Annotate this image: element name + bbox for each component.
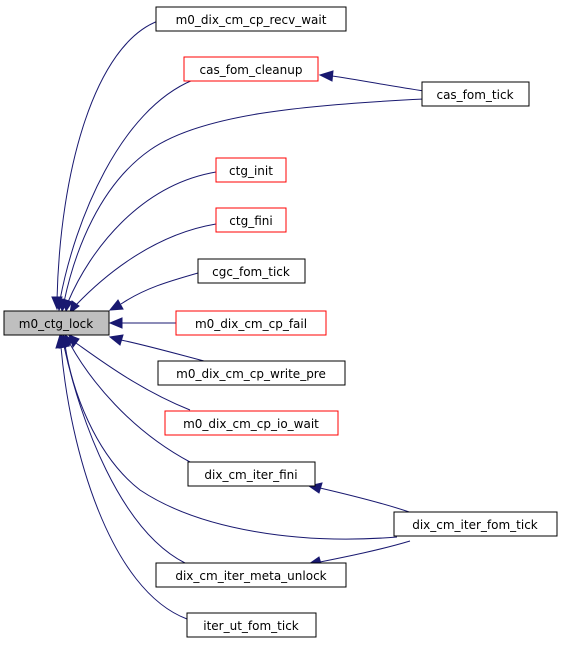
node-m0-dix-cm-cp-recv-wait[interactable]: m0_dix_cm_cp_recv_wait [155, 6, 347, 32]
node-dix-cm-iter-fom-tick[interactable]: dix_cm_iter_fom_tick [393, 511, 558, 537]
node-label: cgc_fom_tick [212, 265, 290, 279]
edge-cas-cleanup-to-root [54, 79, 194, 312]
node-iter-ut-fom-tick[interactable]: iter_ut_fom_tick [186, 612, 317, 638]
edge-cp-fail-to-root [108, 317, 176, 329]
node-m0-ctg-lock[interactable]: m0_ctg_lock [3, 310, 110, 336]
node-label: cas_fom_cleanup [200, 63, 303, 77]
node-m0-dix-cm-cp-io-wait[interactable]: m0_dix_cm_cp_io_wait [164, 410, 339, 436]
node-m0-dix-cm-cp-write-pre[interactable]: m0_dix_cm_cp_write_pre [157, 360, 346, 386]
node-label: m0_dix_cm_cp_write_pre [176, 367, 326, 381]
node-dix-cm-iter-fini[interactable]: dix_cm_iter_fini [187, 461, 316, 487]
node-label: m0_ctg_lock [19, 317, 94, 331]
edge-ut-tick-to-root [55, 333, 188, 620]
node-label: cas_fom_tick [436, 88, 513, 102]
node-label: iter_ut_fom_tick [203, 619, 299, 633]
node-label: dix_cm_iter_fom_tick [412, 518, 538, 532]
node-dix-cm-iter-meta-unlock[interactable]: dix_cm_iter_meta_unlock [155, 562, 347, 588]
node-label: ctg_fini [229, 214, 272, 228]
node-m0-dix-cm-cp-fail[interactable]: m0_dix_cm_cp_fail [175, 310, 327, 336]
node-label: dix_cm_iter_meta_unlock [175, 569, 326, 583]
node-label: ctg_init [229, 164, 273, 178]
edge-cgc-tick-to-root [108, 272, 199, 311]
edge-cas-tick-to-cas-cleanup [318, 70, 425, 92]
edge-iter-fini-to-root [64, 334, 191, 463]
node-label: m0_dix_cm_cp_fail [195, 317, 307, 331]
node-cas-fom-tick[interactable]: cas_fom_tick [421, 81, 530, 107]
node-cgc-fom-tick[interactable]: cgc_fom_tick [197, 258, 306, 284]
node-cas-fom-cleanup[interactable]: cas_fom_cleanup [183, 56, 319, 82]
node-label: dix_cm_iter_fini [204, 468, 297, 482]
node-ctg-init[interactable]: ctg_init [215, 157, 287, 183]
edge-iter-tick-to-iter-fini [307, 482, 416, 515]
edge-write-pre-to-root [108, 334, 205, 362]
node-ctg-fini[interactable]: ctg_fini [215, 207, 287, 233]
edge-ctg-init-to-root [62, 171, 217, 313]
node-label: m0_dix_cm_cp_io_wait [183, 417, 319, 431]
edge-ctg-fini-to-root [69, 223, 217, 315]
node-label: m0_dix_cm_cp_recv_wait [176, 13, 327, 27]
